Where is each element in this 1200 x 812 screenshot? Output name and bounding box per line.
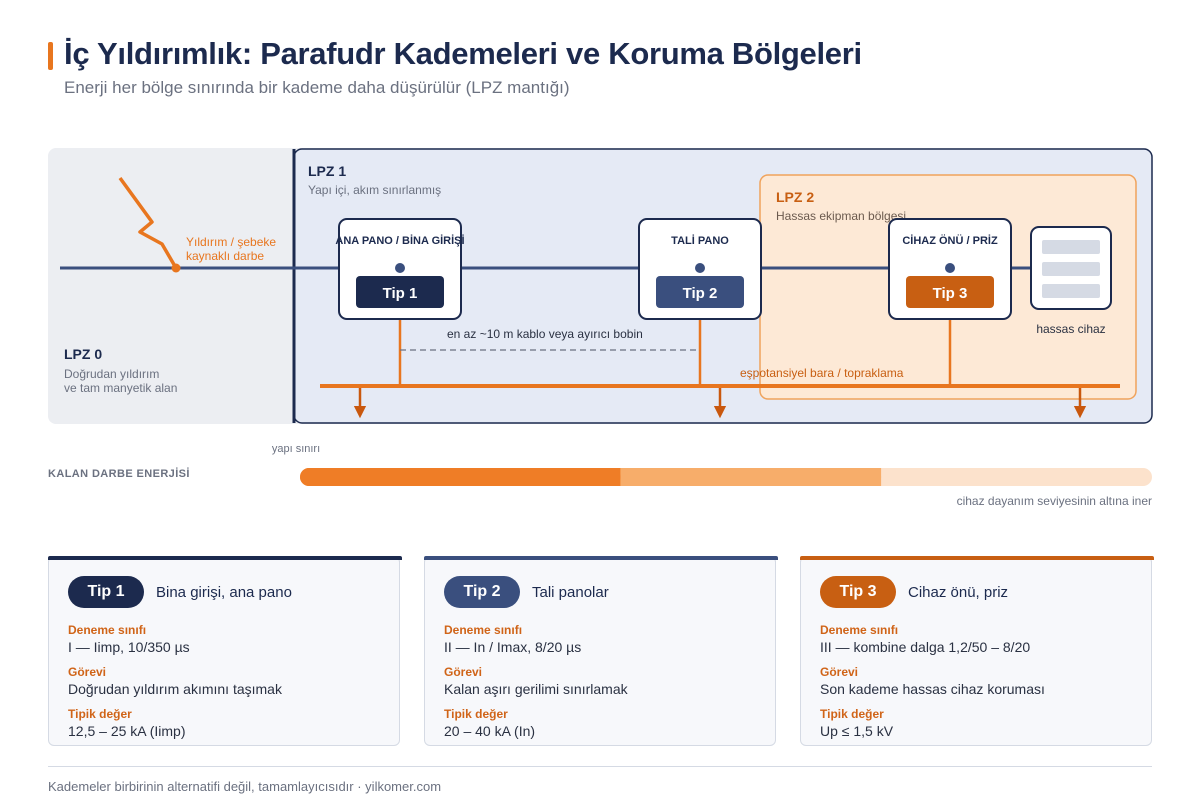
lpz-diagram: LPZ 0 Doğrudan yıldırım ve tam manyetik … (48, 148, 1153, 508)
energy-segment-1 (300, 468, 621, 486)
energy-bar (300, 468, 1152, 486)
tip2-badge (656, 276, 744, 308)
tip3-badge-label: Tip 3 (933, 285, 968, 302)
tip3-badge (906, 276, 994, 308)
lpz1-desc: Yapı içi, akım sınırlanmış (308, 183, 441, 197)
bus-label: eşpotansiyel bara / topraklama (740, 366, 904, 380)
strike-label-1: Yıldırım / şebeke (186, 235, 276, 249)
duty-value: Doğrudan yıldırım akımını taşımak (68, 681, 282, 697)
structure-boundary-label: yapı sınırı (272, 443, 320, 455)
device-slot (1042, 284, 1100, 298)
card-top-bar (48, 556, 402, 560)
typical-value: Up ≤ 1,5 kV (820, 723, 894, 739)
tip2-card-title: Tali panolar (532, 584, 609, 601)
typical-label: Tipik değer (68, 707, 132, 721)
card-top-bar (800, 556, 1154, 560)
typical-value: 12,5 – 25 kA (Iimp) (68, 723, 186, 739)
page-title: İç Yıldırımlık: Parafudr Kademeleri ve K… (64, 36, 862, 71)
lpz1-title: LPZ 1 (308, 163, 346, 179)
duty-value: Kalan aşırı gerilimi sınırlamak (444, 681, 628, 697)
tip1-card: Tip 1 Bina girişi, ana pano Deneme sınıf… (48, 556, 402, 746)
duty-label: Görevi (444, 665, 483, 679)
duty-label: Görevi (820, 665, 859, 679)
lpz0-desc-2: ve tam manyetik alan (64, 381, 177, 395)
device-slot (1042, 240, 1100, 254)
class-label: Deneme sınıfı (68, 623, 147, 637)
device-slot (1042, 262, 1100, 276)
tip2-node (695, 263, 705, 273)
tip1-card-title: Bina girişi, ana pano (156, 584, 292, 601)
tip2-card-badge: Tip 2 (444, 576, 520, 608)
tip1-badge-label: Tip 1 (383, 285, 418, 302)
lpz2-desc: Hassas ekipman bölgesi (776, 209, 906, 223)
title-accent-bar (48, 42, 53, 70)
energy-segment-edge (611, 468, 621, 486)
page-subtitle: Enerji her bölge sınırında bir kademe da… (64, 78, 570, 97)
tip3-card-title: Cihaz önü, priz (908, 584, 1009, 601)
tip1-node (395, 263, 405, 273)
class-value: II — In / Imax, 8/20 µs (444, 639, 582, 655)
energy-bar-label: KALAN DARBE ENERJİSİ (48, 467, 190, 480)
class-value: I — Iimp, 10/350 µs (68, 639, 190, 655)
strike-point (171, 263, 181, 273)
device-label: hassas cihaz (1036, 322, 1105, 336)
tip3-card-badge: Tip 3 (820, 576, 896, 608)
energy-segment-edge (872, 468, 882, 486)
lpz0-title: LPZ 0 (64, 346, 102, 362)
cable-note: en az ~10 m kablo veya ayırıcı bobin (447, 327, 643, 341)
lpz2-title: LPZ 2 (776, 189, 814, 205)
tip1-card-badge: Tip 1 (68, 576, 144, 608)
footer-divider (48, 766, 1152, 767)
card-top-bar (424, 556, 778, 560)
footer-text: Kademeler birbirinin alternatifi değil, … (48, 779, 442, 794)
tip3-node (945, 263, 955, 273)
tip2-box-title: TALİ PANO (671, 234, 729, 247)
tip2-card: Tip 2 Tali panolar Deneme sınıfı II — In… (424, 556, 778, 746)
lpz0-desc-1: Doğrudan yıldırım (64, 367, 159, 381)
class-label: Deneme sınıfı (820, 623, 899, 637)
duty-label: Görevi (68, 665, 107, 679)
tip2-badge-label: Tip 2 (683, 285, 718, 302)
tip1-box-title: ANA PANO / BİNA GİRİŞİ (335, 234, 464, 247)
duty-value: Son kademe hassas cihaz koruması (820, 681, 1045, 697)
energy-bar-note: cihaz dayanım seviyesinin altına iner (957, 494, 1152, 508)
typical-label: Tipik değer (444, 707, 508, 721)
tip1-badge (356, 276, 444, 308)
class-label: Deneme sınıfı (444, 623, 523, 637)
lightning-bolt-icon (118, 176, 178, 269)
tip3-box-title: CİHAZ ÖNÜ / PRİZ (902, 234, 998, 247)
strike-label-2: kaynaklı darbe (186, 249, 264, 263)
typical-value: 20 – 40 kA (In) (444, 723, 536, 739)
typical-label: Tipik değer (820, 707, 884, 721)
class-value: III — kombine dalga 1,2/50 – 8/20 (820, 639, 1031, 655)
tip3-card: Tip 3 Cihaz önü, priz Deneme sınıfı III … (800, 556, 1154, 746)
